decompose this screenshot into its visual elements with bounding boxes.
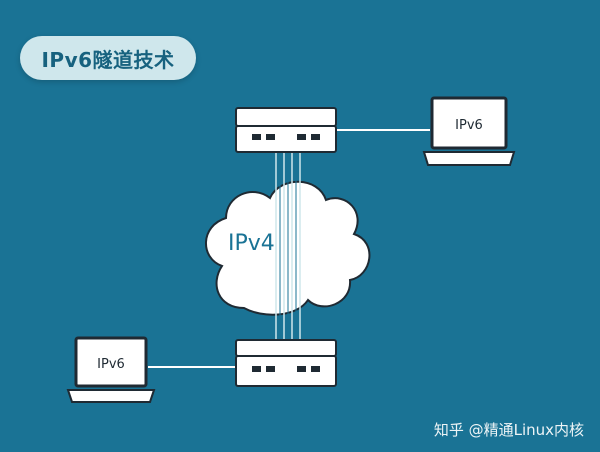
laptop-top-label: IPv6 [455,118,483,133]
router-icon [235,107,337,153]
diagram-title: IPv6隧道技术 [41,47,175,72]
tunnel-lines [275,152,301,340]
title-badge: IPv6隧道技术 [20,36,196,80]
cloud-label: IPv4 [228,231,275,256]
laptop-bottom-label: IPv6 [97,357,125,372]
watermark-text: 知乎 @精通Linux内核 [433,421,584,439]
router-icon [235,339,337,387]
laptop-icon [66,336,156,403]
laptop-icon [422,96,516,166]
